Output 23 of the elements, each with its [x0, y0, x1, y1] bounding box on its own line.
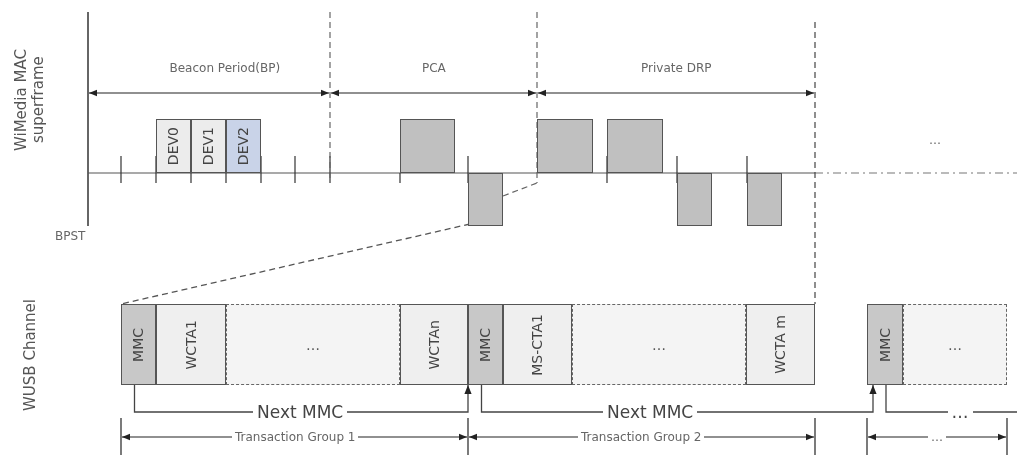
slot-box: MMC [867, 304, 903, 385]
slot-box: WCTAn [400, 304, 468, 385]
slot-box [468, 173, 503, 226]
slot-box: DEV0 [156, 119, 191, 173]
slot-box [677, 173, 712, 226]
slot-box: MS-CTA1 [503, 304, 572, 385]
axis-label: WUSB Channel [21, 299, 39, 411]
dashed-slot-box: … [903, 304, 1007, 385]
dashed-slot-box: … [572, 304, 746, 385]
dashed-slot-box: … [226, 304, 400, 385]
slot-box: WCTA1 [156, 304, 226, 385]
slot-box [747, 173, 782, 226]
slot-box: DEV1 [191, 119, 226, 173]
slot-box: MMC [121, 304, 156, 385]
dimension-label: Transaction Group 2 [578, 430, 705, 444]
dimension-label: Transaction Group 1 [232, 430, 359, 444]
slot-box: DEV2 [226, 119, 261, 173]
slot-box [400, 119, 455, 173]
slot-box: MMC [468, 304, 503, 385]
slot-box: WCTA m [746, 304, 815, 385]
slot-box [537, 119, 593, 173]
slot-box [607, 119, 663, 173]
axis-label: WiMedia MAC superframe [12, 48, 47, 153]
